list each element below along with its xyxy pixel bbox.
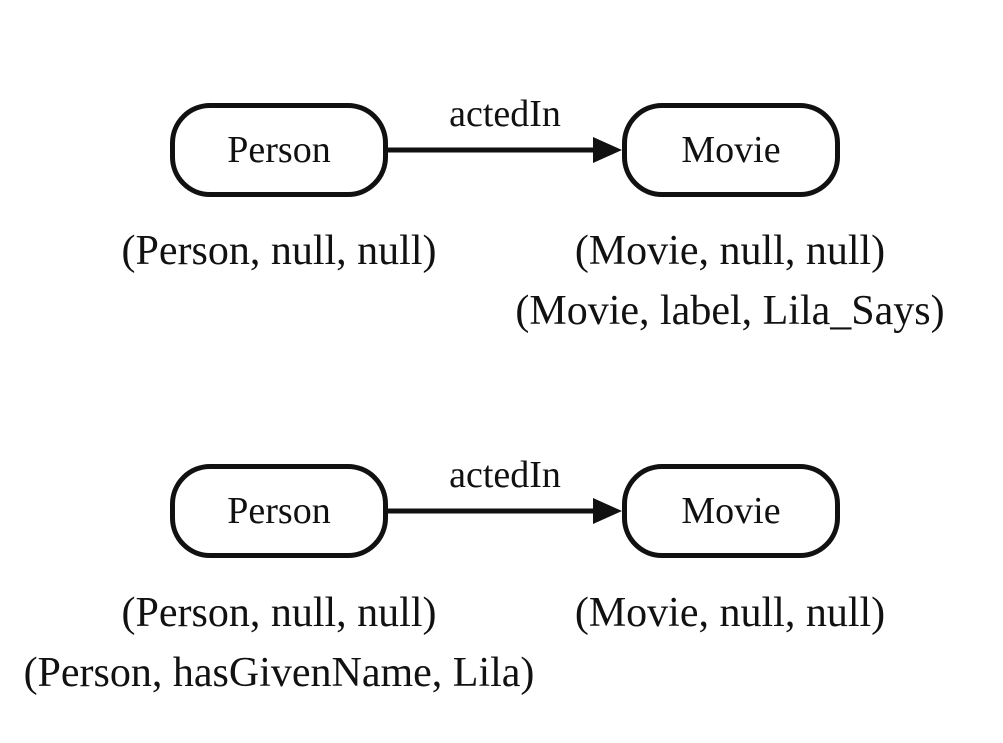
movie-node-1-label: Movie [681, 129, 781, 171]
person-annotation-1: (Person, null, null) [121, 228, 437, 274]
movie-node-2-label: Movie [681, 490, 781, 532]
movie-node-2: Movie [622, 464, 840, 558]
acted-in-edge-label-2: actedIn [449, 454, 561, 496]
person-node-1: Person [170, 103, 388, 197]
movie-annotation-3: (Movie, null, null) [574, 590, 886, 636]
movie-annotation-2: (Movie, label, Lila_Says) [515, 288, 945, 334]
acted-in-edge-label-1: actedIn [449, 93, 561, 135]
person-node-1-label: Person [227, 129, 331, 171]
movie-annotation-1: (Movie, null, null) [574, 228, 886, 274]
person-node-2-label: Person [227, 490, 331, 532]
acted-in-arrow-2 [388, 498, 622, 524]
acted-in-arrow-1 [388, 137, 622, 163]
person-node-2: Person [170, 464, 388, 558]
person-annotation-2: (Person, null, null) [121, 590, 437, 636]
person-annotation-3: (Person, hasGivenName, Lila) [23, 650, 535, 696]
movie-node-1: Movie [622, 103, 840, 197]
